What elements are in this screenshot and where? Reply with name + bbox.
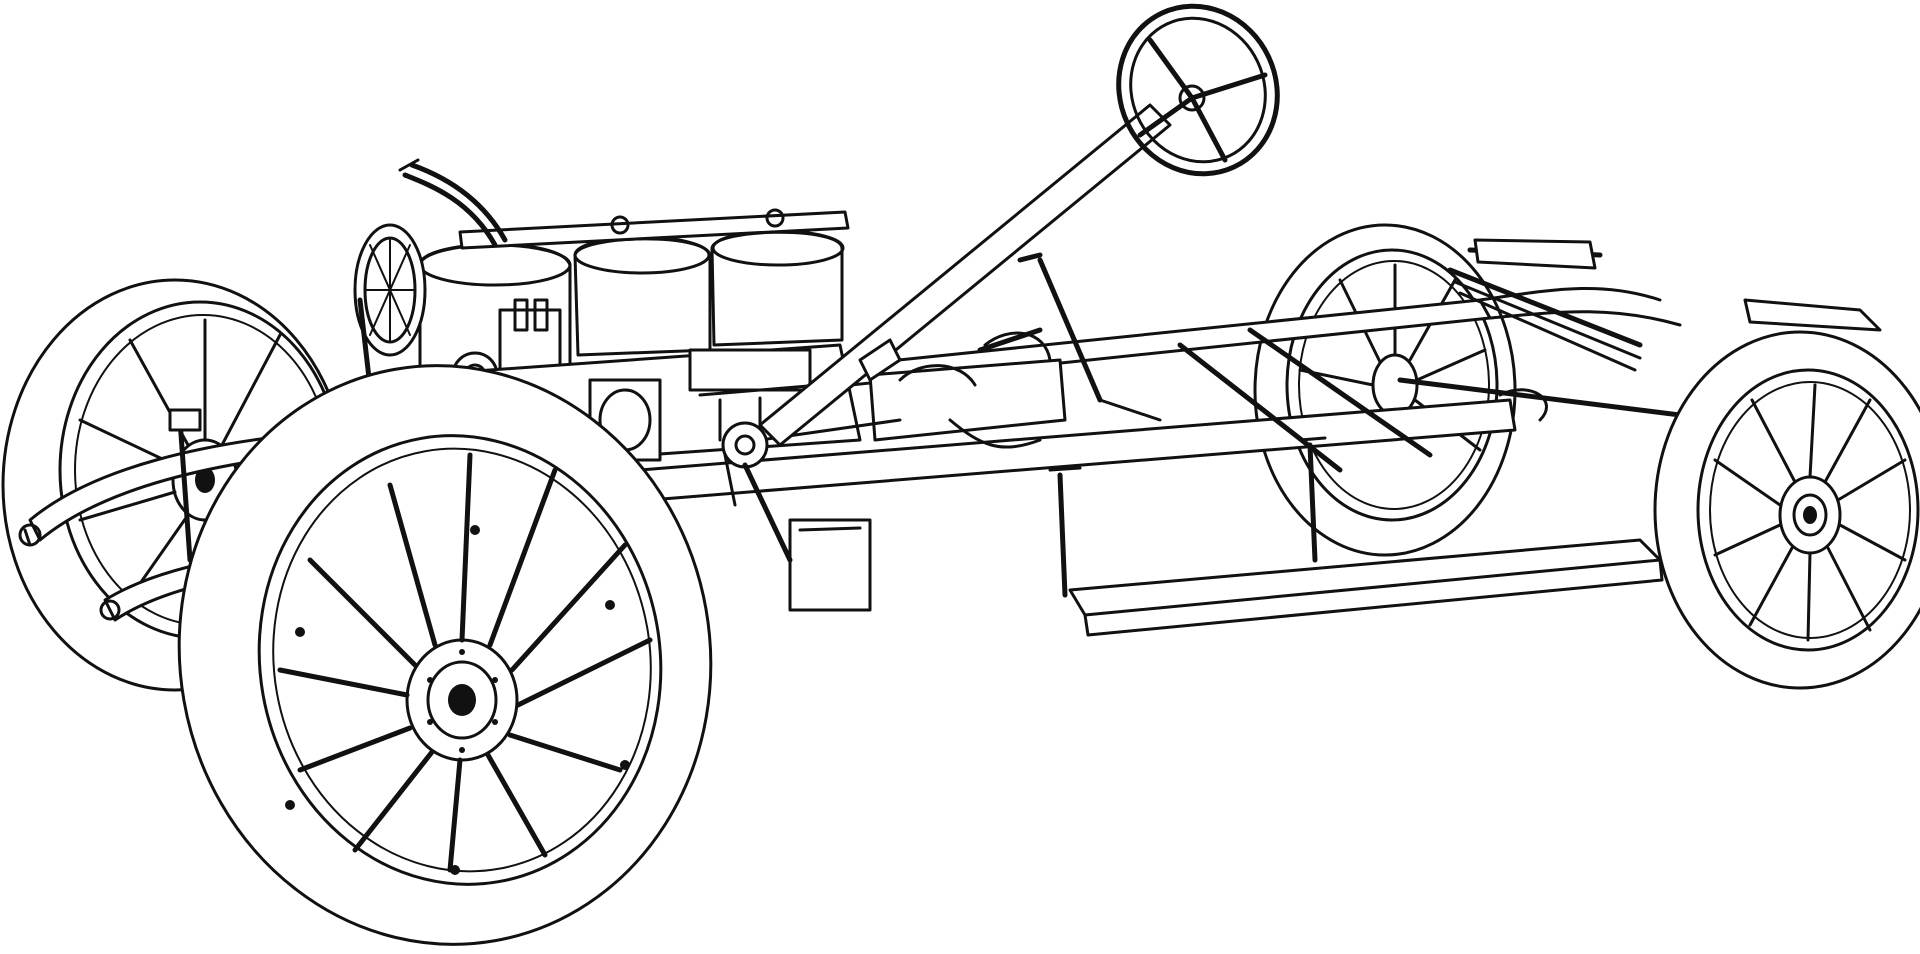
steering-wheel xyxy=(1116,3,1280,177)
steering-column xyxy=(721,103,1172,563)
rear-near-wheel xyxy=(1653,330,1920,690)
transmission xyxy=(758,252,1162,612)
front-right-wheel xyxy=(177,364,713,946)
